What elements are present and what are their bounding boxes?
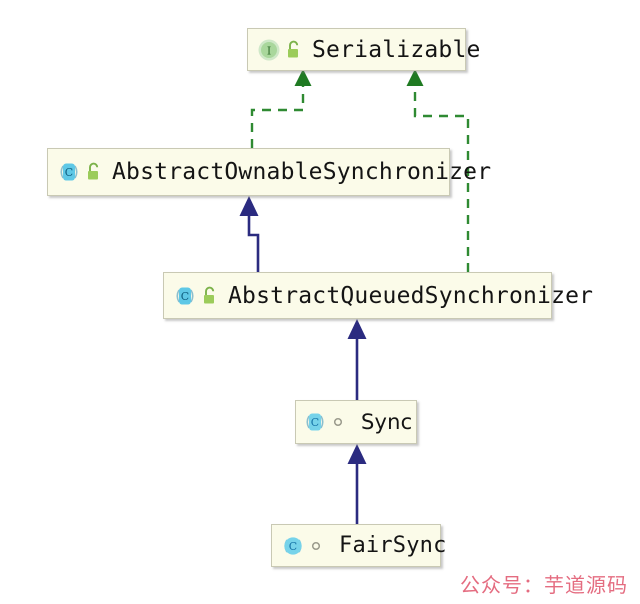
unlocked-padlock-icon (285, 40, 302, 60)
uml-node-label: FairSync (339, 533, 447, 558)
svg-text:C: C (311, 416, 319, 429)
interface-icon: I (257, 38, 281, 62)
package-private-icon (309, 536, 323, 556)
class-icon: C (57, 160, 81, 184)
unlocked-padlock-icon (201, 286, 218, 306)
class-icon: C (281, 534, 305, 558)
uml-node-abstract-ownable-synchronizer[interactable]: C AbstractOwnableSynchronizer (47, 148, 491, 196)
svg-text:I: I (267, 44, 271, 57)
uml-node-serializable[interactable]: I Serializable (247, 28, 480, 71)
edge-fairsync-extends-sync (347, 444, 367, 524)
unlocked-padlock-icon (85, 162, 102, 182)
watermark-text: 公众号：芋道源码 (460, 573, 628, 597)
uml-node-sync[interactable]: C Sync (295, 400, 417, 444)
package-private-icon (331, 412, 345, 432)
uml-node-fairsync[interactable]: C FairSync (271, 524, 446, 567)
edge-sync-extends-aqs (347, 319, 367, 400)
uml-node-label: AbstractOwnableSynchronizer (112, 159, 492, 185)
class-icon: C (173, 284, 197, 308)
svg-text:C: C (181, 290, 189, 303)
svg-text:C: C (65, 166, 73, 179)
uml-node-abstract-queued-synchronizer[interactable]: C AbstractQueuedSynchronizer (163, 272, 593, 319)
edge-aos-implements-serializable (250, 69, 312, 148)
class-icon: C (303, 410, 327, 434)
edge-aqs-extends-aos (239, 196, 260, 272)
uml-node-label: AbstractQueuedSynchronizer (228, 282, 594, 309)
uml-node-label: Sync (361, 410, 413, 434)
uml-node-label: Serializable (312, 36, 481, 63)
svg-text:C: C (289, 540, 297, 553)
